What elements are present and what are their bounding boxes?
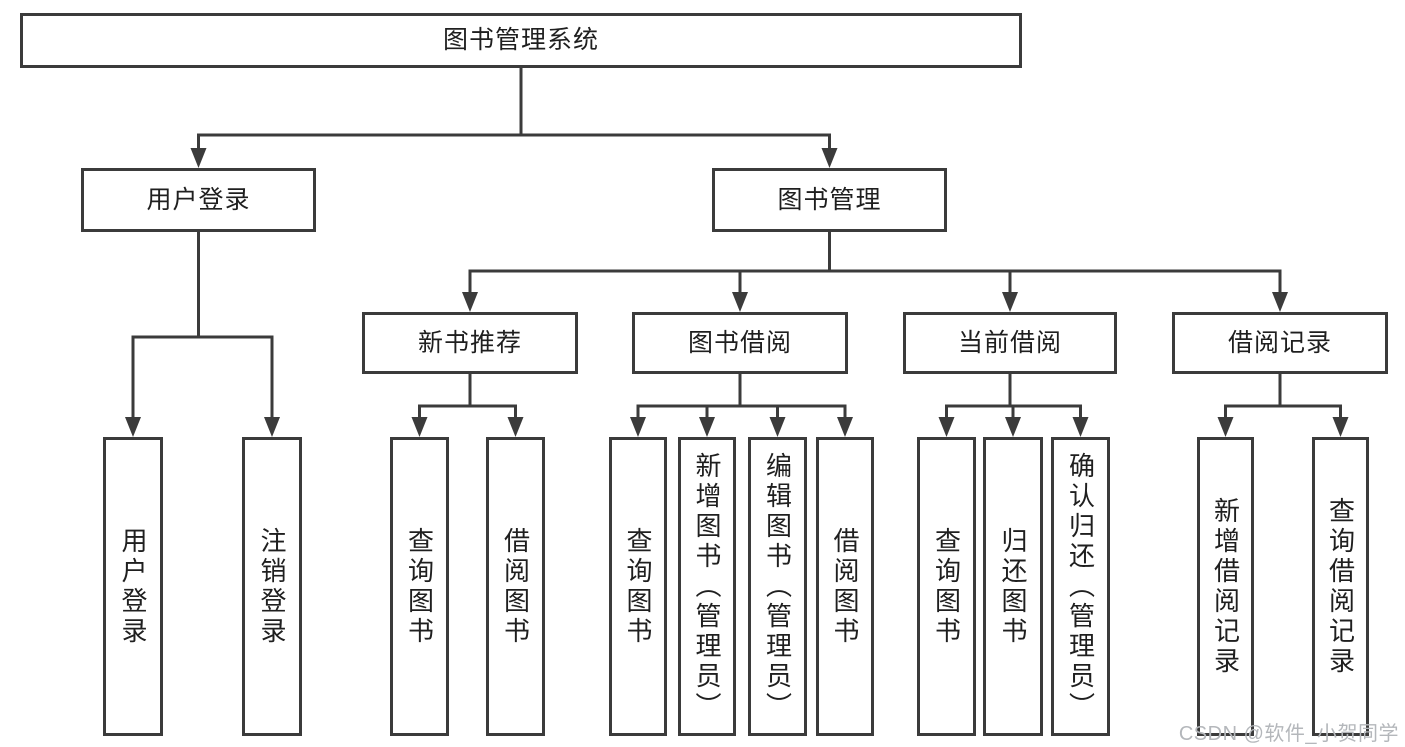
- leaf-borrow-books-recommend: 借阅图书: [486, 437, 545, 736]
- leaf-query-borrow-record: 查询借阅记录: [1312, 437, 1369, 736]
- leaf-query-books-borrowing: 查询图书: [609, 437, 667, 736]
- leaf-confirm-return-admin: 确认归还（管理员）: [1051, 437, 1110, 736]
- node-current-borrowing: 当前借阅: [903, 312, 1117, 374]
- node-user-login: 用户登录: [81, 168, 316, 232]
- leaf-return-books: 归还图书: [983, 437, 1043, 736]
- node-borrow-records: 借阅记录: [1172, 312, 1388, 374]
- leaf-borrow-books-borrowing: 借阅图书: [816, 437, 874, 736]
- leaf-query-books-current: 查询图书: [917, 437, 976, 736]
- leaf-logout: 注销登录: [242, 437, 302, 736]
- leaf-user-login: 用户登录: [103, 437, 163, 736]
- node-book-borrowing: 图书借阅: [632, 312, 848, 374]
- node-book-management: 图书管理: [712, 168, 947, 232]
- csdn-watermark: CSDN @软件_小贺同学: [1178, 723, 1399, 745]
- node-library-system: 图书管理系统: [20, 13, 1022, 68]
- leaf-edit-books-admin: 编辑图书（管理员）: [748, 437, 807, 736]
- node-new-book-recommend: 新书推荐: [362, 312, 578, 374]
- leaf-add-borrow-record: 新增借阅记录: [1197, 437, 1254, 736]
- leaf-add-books-admin: 新增图书（管理员）: [678, 437, 736, 736]
- leaf-query-books-recommend: 查询图书: [390, 437, 449, 736]
